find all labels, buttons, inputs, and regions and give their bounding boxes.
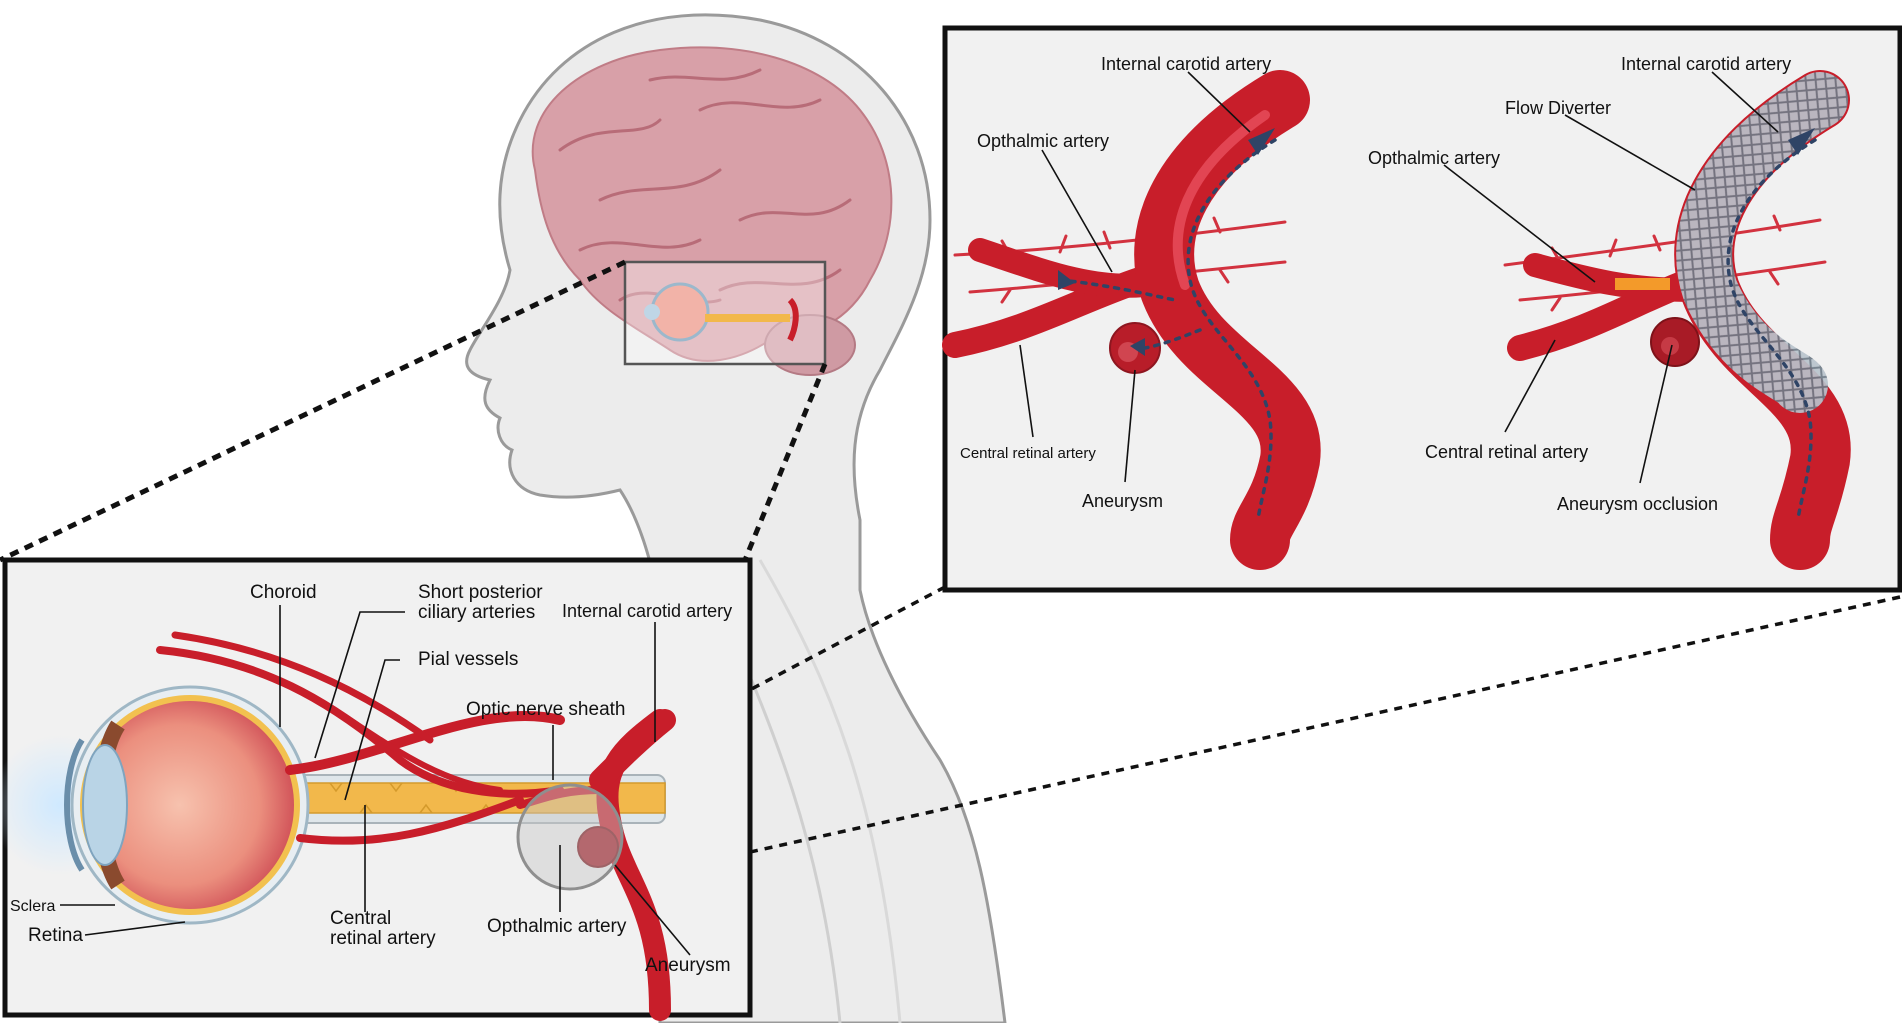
head-eye-zoom-box xyxy=(623,260,827,366)
right-central-retinal-label: Central retinal artery xyxy=(1425,442,1588,462)
eye-aneurysm-label: Aneurysm xyxy=(645,955,731,976)
short-posterior-label-2: ciliary arteries xyxy=(418,602,535,623)
left-central-retinal-label: Central retinal artery xyxy=(960,445,1096,462)
vessel-treatment-panel: Internal carotid artery Opthalmic artery… xyxy=(942,25,1902,593)
choroid-label: Choroid xyxy=(250,582,317,603)
central-retinal-label-1: Central xyxy=(330,908,391,929)
optic-nerve-sheath-label: Optic nerve sheath xyxy=(466,699,625,720)
flow-diverter-illustration xyxy=(1503,70,1851,570)
eye-anatomy-panel: Choroid Short posterior ciliary arteries… xyxy=(0,557,753,1021)
eye-internal-carotid-label: Internal carotid artery xyxy=(562,601,732,621)
flow-diverter-label: Flow Diverter xyxy=(1505,98,1611,118)
left-internal-carotid-label: Internal carotid artery xyxy=(1101,54,1271,74)
retina-label: Retina xyxy=(28,925,83,946)
left-opthalmic-label: Opthalmic artery xyxy=(977,131,1109,151)
eye-opthalmic-label: Opthalmic artery xyxy=(487,916,627,937)
sclera-label: Sclera xyxy=(10,898,55,915)
short-posterior-label-1: Short posterior xyxy=(418,582,543,603)
central-retinal-label-2: retinal artery xyxy=(330,928,436,949)
aneurysm-occlusion-label: Aneurysm occlusion xyxy=(1557,494,1718,514)
untreated-aneurysm-illustration xyxy=(942,70,1321,570)
right-opthalmic-label: Opthalmic artery xyxy=(1368,148,1500,168)
left-aneurysm-label: Aneurysm xyxy=(1082,491,1163,511)
pial-vessels-label: Pial vessels xyxy=(418,649,518,670)
brain-illustration xyxy=(531,46,893,376)
right-internal-carotid-label: Internal carotid artery xyxy=(1621,54,1791,74)
